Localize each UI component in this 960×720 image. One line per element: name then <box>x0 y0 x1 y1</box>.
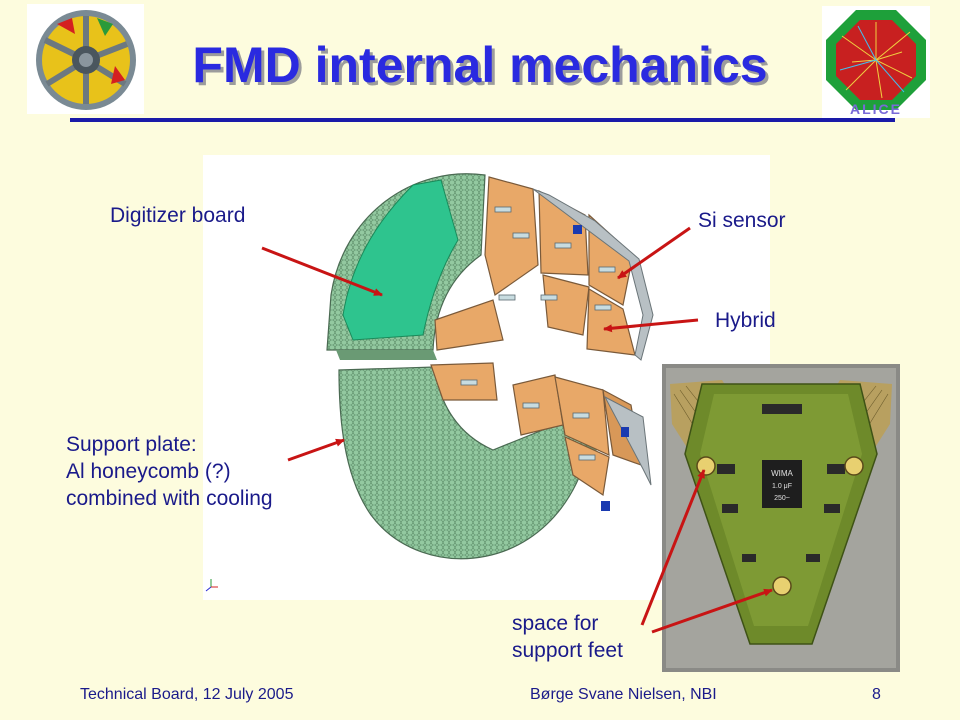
digitizer-board-label: Digitizer board <box>110 204 246 227</box>
support-label-line-1: Support plate: <box>66 433 197 456</box>
footer-left: Technical Board, 12 July 2005 <box>80 686 294 703</box>
footer-author: Børge Svane Nielsen, NBI <box>530 686 717 703</box>
page-number: 8 <box>872 686 881 703</box>
feet-label-line-2: support feet <box>512 639 623 662</box>
si-sensor-label: Si sensor <box>698 209 786 232</box>
feet-label-line-1: space for <box>512 612 599 635</box>
slide-title: FMD internal mechanics <box>192 37 768 93</box>
chip-text-3: 250~ <box>774 495 790 502</box>
chip-text-1: WIMA <box>771 469 793 478</box>
support-label-line-3: combined with cooling <box>66 487 273 510</box>
support-feet-label: space for support feet <box>512 610 623 664</box>
support-plate-label: Support plate: Al honeycomb (?) combined… <box>66 431 273 512</box>
title-divider <box>70 118 895 122</box>
chip-text-2: 1.0 μF <box>772 483 792 490</box>
svg-text:ALICE: ALICE <box>850 101 902 117</box>
fmd-wheel-logo <box>27 4 144 114</box>
alice-logo: ALICE <box>822 6 930 118</box>
support-label-line-2: Al honeycomb (?) <box>66 460 231 483</box>
hybrid-label: Hybrid <box>715 309 776 332</box>
hybrid-board-photo: WIMA 1.0 μF 250~ <box>662 364 900 672</box>
